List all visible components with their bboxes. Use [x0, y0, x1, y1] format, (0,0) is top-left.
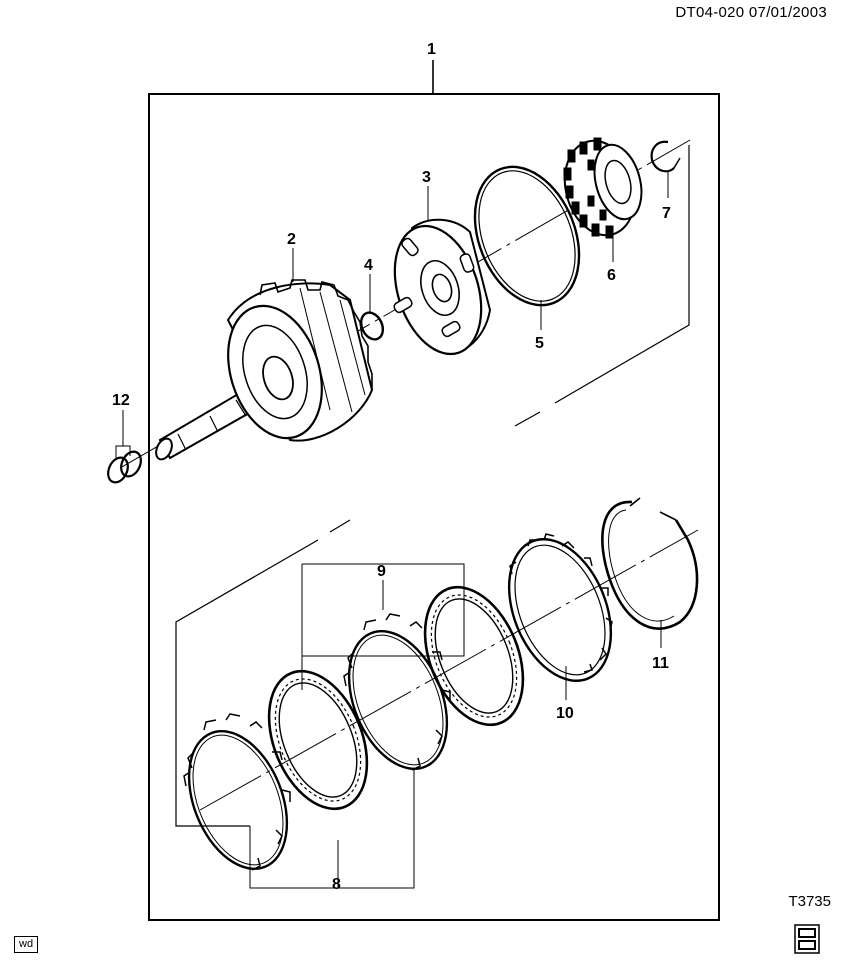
assembly-frame	[148, 93, 720, 921]
callout-7: 7	[662, 205, 671, 222]
part-5-seal	[473, 165, 581, 307]
callout-3: 3	[422, 169, 431, 186]
callout-10: 10	[556, 705, 574, 722]
part-4-o-ring	[359, 311, 385, 341]
bracket-8	[249, 770, 415, 889]
document-id-header: DT04-020 07/01/2003	[675, 4, 827, 21]
part-3-piston	[393, 218, 492, 356]
bracket-9	[301, 563, 465, 690]
figure-code: T3735	[788, 893, 831, 910]
callout-6: 6	[607, 267, 616, 284]
part-9-friction-plate-rear	[423, 585, 525, 727]
callout-12: 12	[112, 392, 130, 409]
callout-9: 9	[377, 563, 386, 580]
part-10-backing-plate	[507, 533, 613, 682]
part-2-input-housing	[155, 279, 374, 461]
part-8-steel-plate-front	[183, 713, 291, 871]
part-7-snap-ring	[650, 140, 681, 173]
part-11-retaining-ring	[601, 497, 699, 630]
group-connector-dash-1	[514, 411, 541, 427]
wd-badge: wd	[14, 936, 39, 953]
group-connector-upper	[554, 145, 690, 404]
part-9-friction-plate-front	[267, 669, 369, 811]
callout-11: 11	[652, 655, 669, 672]
callout-5: 5	[535, 335, 544, 352]
part-12-snap-ring	[107, 410, 142, 484]
callout-2: 2	[287, 231, 296, 248]
callout-4: 4	[364, 257, 373, 274]
callout-8: 8	[332, 876, 341, 893]
gm-spo-logo-icon	[794, 924, 820, 954]
part-6-spring-assembly	[563, 137, 643, 239]
group-connector-lower	[175, 539, 319, 827]
group-connector-dash-2	[329, 519, 351, 533]
lower-axis-line	[199, 529, 699, 811]
callout-1: 1	[427, 41, 436, 58]
